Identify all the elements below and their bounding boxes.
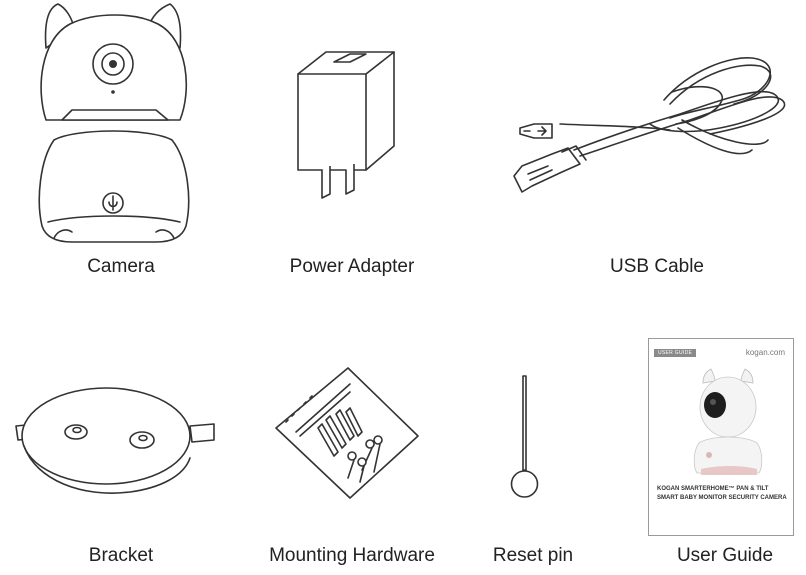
item-label-user-guide: User Guide — [676, 545, 774, 566]
item-label-usb-cable: USB Cable — [610, 256, 704, 277]
user-guide-brand: kogan.com — [745, 348, 785, 357]
item-label-mounting-hardware: Mounting Hardware — [269, 545, 435, 566]
item-label-bracket: Bracket — [88, 545, 154, 566]
user-guide-camera-image — [693, 368, 763, 475]
user-guide-icon: USER GUIDE kogan.com KOGAN SMARTERHOME™ … — [648, 338, 794, 536]
item-label-camera: Camera — [87, 256, 155, 277]
item-label-power-adapter: Power Adapter — [289, 256, 415, 277]
user-guide-title: KOGAN SMARTERHOME™ PAN & TILT SMART BABY… — [657, 486, 787, 501]
item-label-reset-pin: Reset pin — [492, 545, 574, 566]
user-guide-tag: USER GUIDE — [654, 349, 697, 357]
